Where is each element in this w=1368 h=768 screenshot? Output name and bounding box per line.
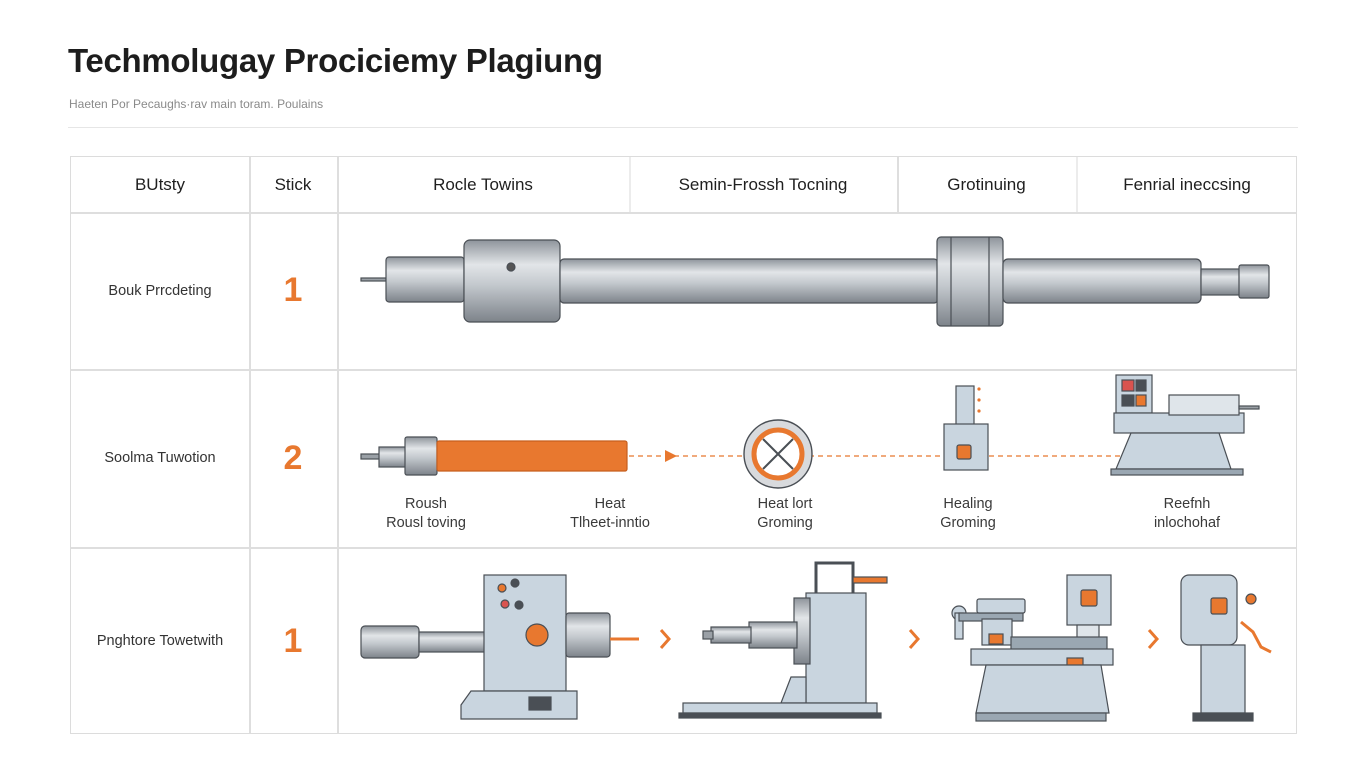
grinder-machine-icon [1180, 574, 1272, 722]
heat-ring-icon [743, 419, 813, 489]
grid-line [71, 369, 1296, 371]
drill-press-icon [678, 561, 888, 719]
arrow-icon [665, 450, 677, 462]
stage-caption: Heat Tlheet-inntio [540, 495, 680, 533]
process-table: BUtsty Stick Rocle Towins Semin-Frossh T… [70, 156, 1297, 734]
caption-line: Rousl toving [386, 515, 466, 531]
grinding-unit-icon [943, 385, 989, 471]
step-number: 2 [283, 438, 303, 477]
caption-line: Groming [940, 515, 996, 531]
caption-line: Roush [405, 496, 447, 512]
grid-line [897, 157, 899, 212]
chevron-right-icon [908, 629, 921, 649]
column-header: BUtsty [134, 174, 186, 194]
step-number: 1 [283, 271, 303, 309]
caption-line: Groming [757, 515, 813, 531]
chevron-right-icon [1147, 629, 1160, 649]
page-subtitle: Haeten Por Pecaughs·rav main toram. Poul… [69, 97, 324, 111]
stage-caption: Reefnh inlochohaf [1117, 495, 1257, 533]
page-title: Techmolugay Prociciemy Plagiung [68, 42, 603, 79]
row-label: Soolma Tuwotion [104, 450, 216, 466]
process-illustrations [360, 236, 1272, 722]
grid-line [337, 157, 339, 733]
row-label: Pnghtore Towetwith [96, 633, 224, 649]
lathe-machine-icon [360, 574, 611, 720]
caption-line: inlochohaf [1153, 515, 1221, 531]
step-number: 1 [283, 621, 303, 660]
grid-line [1076, 157, 1078, 212]
caption-line: Reefnh [1163, 496, 1211, 512]
column-header: Grotinuing [947, 174, 1026, 194]
milling-machine-icon [951, 574, 1114, 722]
column-header: Fenrial ineccsing [1123, 174, 1251, 194]
stage-caption: Heat lort Groming [715, 495, 855, 533]
finishing-machine-icon [1110, 374, 1260, 476]
row-label: Bouk Prrcdeting [108, 282, 212, 299]
caption-line: Heat lort [757, 496, 813, 512]
stage-caption: Roush Rousl toving [356, 495, 496, 533]
grid-line [71, 212, 1296, 214]
column-header: Stick [274, 174, 312, 194]
caption-line: Heat [594, 496, 626, 512]
caption-line: Healing [943, 496, 993, 512]
stage-caption: Healing Groming [898, 495, 1038, 533]
grid-line [629, 157, 631, 212]
title-divider [68, 127, 1298, 128]
grid-line [249, 157, 251, 733]
column-header: Rocle Towins [433, 174, 533, 194]
chevron-right-icon [659, 629, 672, 649]
caption-line: Tlheet-inntio [570, 515, 650, 531]
rough-turning-illustration [360, 436, 628, 476]
column-header: Semin-Frossh Tocning [678, 174, 848, 194]
grid-line [71, 547, 1296, 549]
shaft-illustration [360, 236, 1270, 327]
